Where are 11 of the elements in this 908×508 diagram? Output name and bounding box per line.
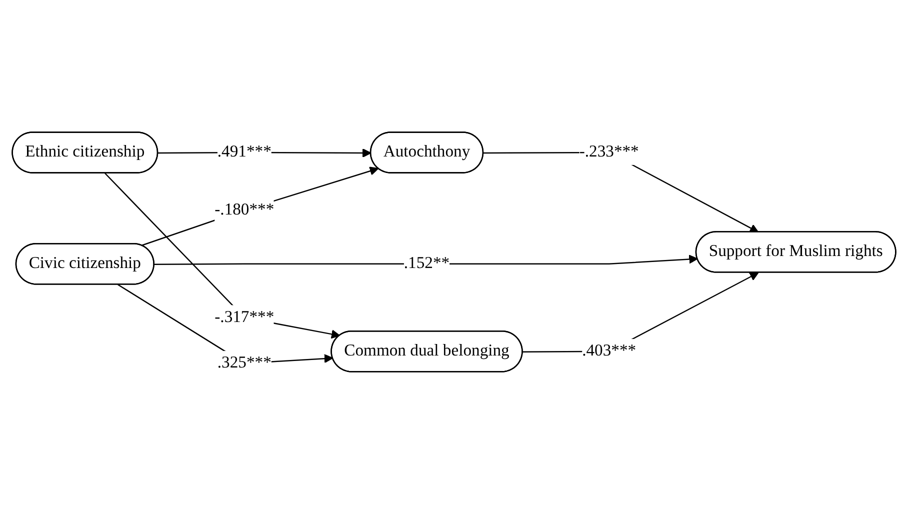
edge-label: .152** — [404, 254, 450, 272]
edge-label: -.317*** — [214, 308, 274, 326]
edge-label: .491*** — [217, 143, 272, 161]
arrow — [104, 172, 340, 339]
edge-label: -.180*** — [214, 200, 274, 218]
edge-label: .403*** — [582, 342, 636, 360]
arrow — [154, 254, 698, 265]
arrow — [141, 166, 379, 246]
edge-label: -.233*** — [579, 143, 639, 161]
arrow — [118, 284, 334, 364]
edge-label: .325*** — [217, 354, 272, 372]
